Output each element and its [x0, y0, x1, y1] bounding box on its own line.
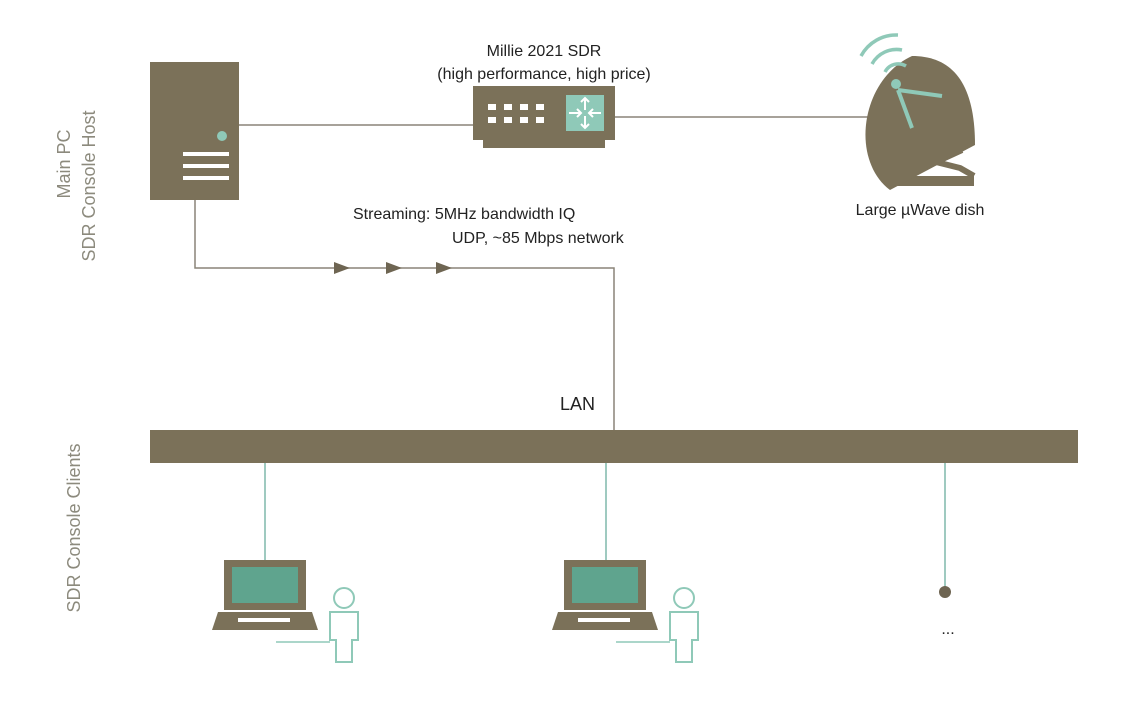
user-icon — [329, 587, 359, 663]
stream-label-line1: Streaming: 5MHz bandwidth IQ — [353, 206, 575, 223]
stream-link — [194, 200, 615, 430]
pc-tower-icon — [150, 62, 239, 200]
lan-bus — [150, 430, 1078, 463]
client-1 — [212, 560, 359, 663]
host-label-line1: Main PC — [54, 129, 74, 198]
dish-label: Large µWave dish — [856, 202, 985, 219]
more-clients-ellipsis: ... — [941, 621, 954, 638]
stream-arrows — [334, 262, 452, 274]
laptop-icon — [552, 560, 658, 630]
client-2 — [552, 560, 699, 663]
lan-label: LAN — [560, 394, 595, 414]
satellite-dish-icon — [859, 33, 976, 190]
sdr-device-icon — [473, 86, 615, 148]
stream-label-line2: UDP, ~85 Mbps network — [452, 230, 625, 247]
clients-label: SDR Console Clients — [64, 443, 84, 612]
user-icon — [669, 587, 699, 663]
host-label-line2: SDR Console Host — [79, 110, 99, 261]
sdr-title: Millie 2021 SDR — [487, 43, 602, 60]
client-more-node — [939, 586, 951, 598]
laptop-icon — [212, 560, 318, 630]
sdr-subtitle: (high performance, high price) — [437, 66, 650, 83]
